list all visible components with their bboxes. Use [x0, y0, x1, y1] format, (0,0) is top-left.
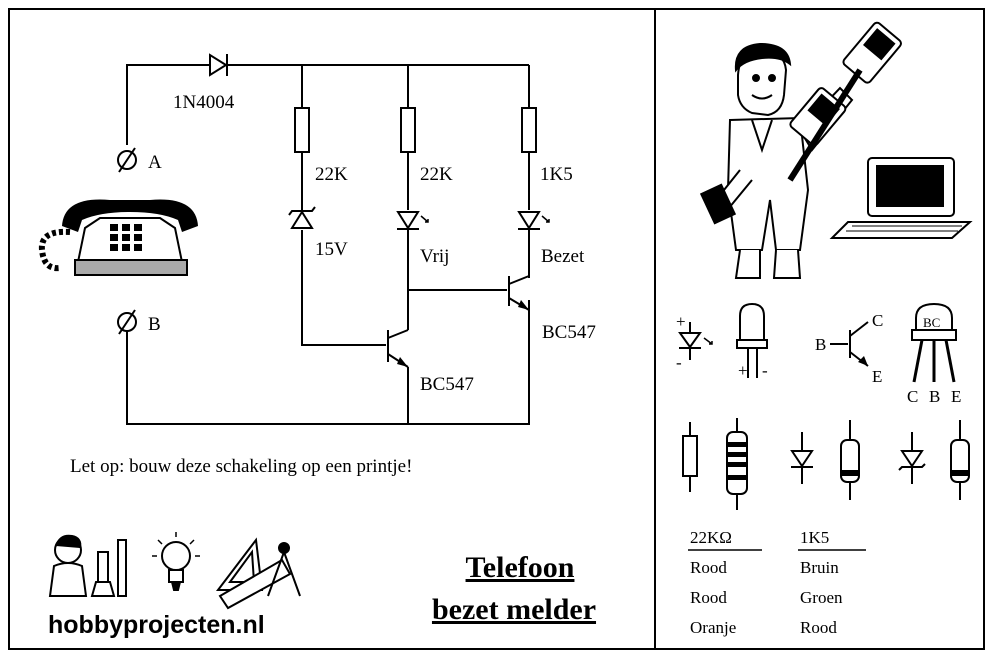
color-col2-band3: Rood: [800, 618, 837, 637]
title-line1: Telefoon: [466, 551, 575, 584]
zener-label: 15V: [315, 239, 348, 260]
zener-diode: [288, 206, 316, 229]
terminal-b-label: B: [148, 314, 161, 335]
legend-diode-body-2: [950, 420, 970, 500]
transistor-2-label: BC547: [542, 322, 596, 343]
terminal-a-label: A: [148, 152, 162, 173]
legend-led-symbol: [678, 322, 713, 360]
legend-ledsym-minus: -: [676, 353, 682, 372]
legend-pin-e: E: [872, 367, 882, 386]
transistor-1-label: BC547: [420, 374, 474, 395]
legend-bottom-pin-c: C: [907, 387, 918, 406]
legend-pin-c: C: [872, 311, 883, 330]
color-col2-header: 1K5: [800, 528, 829, 547]
legend-resistor-symbol: [682, 422, 698, 492]
man-with-phone-icon: [699, 21, 902, 279]
resistor-2-label: 22K: [420, 164, 453, 185]
legend-to92-case: [911, 302, 957, 383]
resistor-3: [521, 107, 537, 153]
led-free: [396, 211, 429, 230]
diode-label: 1N4004: [173, 92, 235, 113]
lightbulb-icon: [152, 532, 200, 591]
brand-site: hobbyprojecten.nl: [48, 611, 265, 639]
legend-transistor-symbol: [830, 321, 869, 367]
legend-diode-symbol-2: [898, 432, 926, 484]
legend-led-body: [736, 302, 768, 378]
led-busy-label: Bezet: [541, 246, 585, 267]
circuit-wiring: [126, 64, 530, 425]
legend-diode-body-1: [840, 420, 860, 500]
drafting-tools-icon: [215, 537, 301, 610]
terminal-a-symbol: [117, 147, 137, 173]
color-col2-band1: Bruin: [800, 558, 839, 577]
build-note: Let op: bouw deze schakeling op een prin…: [70, 456, 412, 477]
title-line2: bezet melder: [432, 593, 596, 626]
transistor-1: [387, 329, 409, 368]
legend-pin-b: B: [815, 335, 826, 354]
legend-ledsym-plus: +: [676, 312, 686, 331]
legend-diode-symbol-1: [790, 432, 814, 484]
resistor-3-label: 1K5: [540, 164, 573, 185]
led-busy: [517, 211, 550, 230]
diode-1n4004: [209, 53, 228, 77]
legend-case-label: BC: [923, 315, 940, 330]
legend-led-minus: -: [762, 361, 768, 380]
transistor-2: [508, 275, 530, 311]
resistor-1: [294, 107, 310, 153]
color-col1-band2: Rood: [690, 588, 727, 607]
computer-icon: [829, 157, 973, 239]
color-col2-band2: Groen: [800, 588, 843, 607]
color-col1-band1: Rood: [690, 558, 727, 577]
outer-frame: [8, 8, 985, 650]
legend-resistor-body: [726, 418, 748, 510]
legend-led-plus: +: [738, 361, 748, 380]
scientist-icon: [48, 534, 127, 597]
color-col1-band3: Oranje: [690, 618, 736, 637]
terminal-b-symbol: [117, 309, 137, 335]
telephone-icon: [38, 199, 198, 276]
led-free-label: Vrij: [420, 246, 449, 267]
color-col1-header: 22KΩ: [690, 528, 732, 547]
resistor-2: [400, 107, 416, 153]
resistor-1-label: 22K: [315, 164, 348, 185]
legend-bottom-pin-b: B: [929, 387, 940, 406]
legend-bottom-pin-e: E: [951, 387, 961, 406]
